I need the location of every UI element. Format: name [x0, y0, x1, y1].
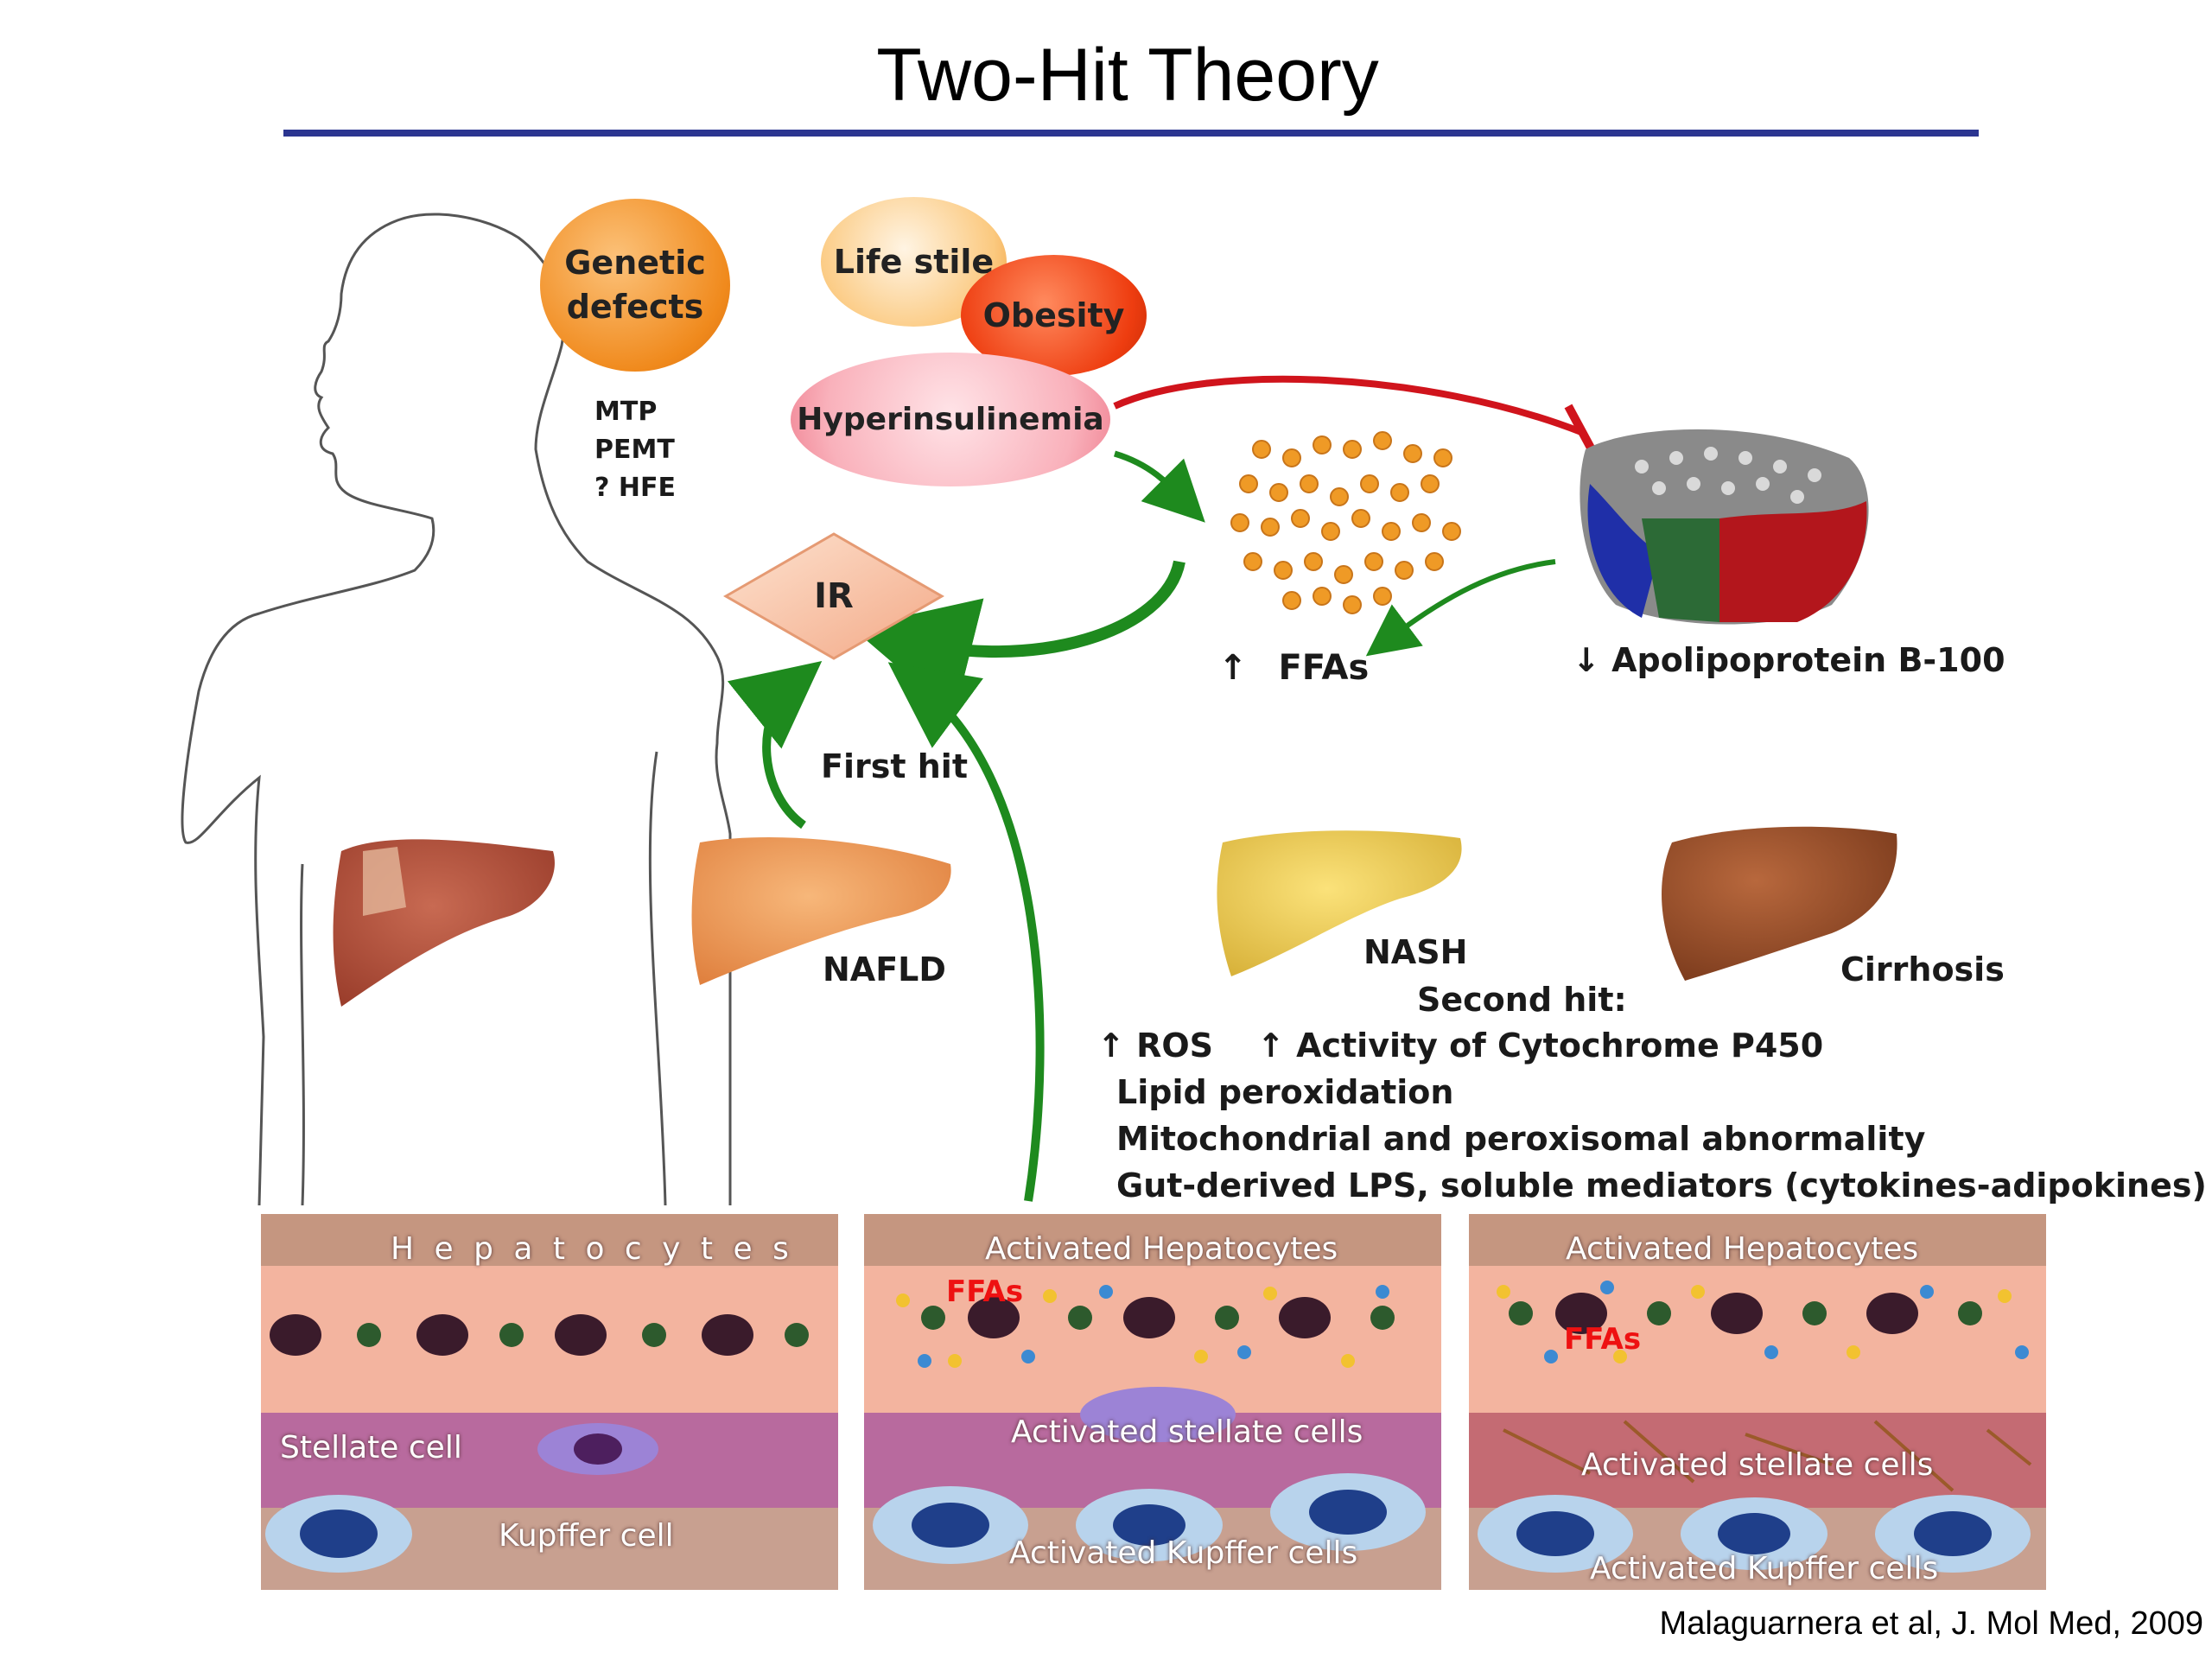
- panel-nafld-mid-caption: Activated stellate cells: [1011, 1414, 1363, 1450]
- panel-nash-mid-caption: Activated stellate cells: [1581, 1447, 1934, 1483]
- ir-label: IR: [814, 576, 854, 616]
- panel-nash-ffas-label: FFAs: [1564, 1322, 1642, 1357]
- ffas-label: ↑ FFAs: [1218, 648, 1370, 688]
- apolipoprotein-molecule: [1580, 429, 1869, 625]
- ir-diamond: [722, 532, 945, 660]
- nash-label: NASH: [1363, 933, 1468, 971]
- cirrhosis-label: Cirrhosis: [1840, 950, 2005, 988]
- human-silhouette: [181, 213, 732, 1206]
- citation: Malaguarnera et al, J. Mol Med, 2009: [1659, 1605, 2203, 1642]
- gut-lps-label: Gut-derived LPS, soluble mediators (cyto…: [1116, 1166, 2207, 1205]
- gene-list: MTP PEMT ? HFE: [594, 393, 676, 507]
- down-arrow-icon: ↓: [1573, 641, 1600, 679]
- arrow-apo-to-ffas: [1365, 559, 1556, 657]
- genetic-defects-label: Genetic defects: [564, 243, 706, 326]
- obesity-label: Obesity: [982, 296, 1125, 334]
- cytochrome-label: ↑ Activity of Cytochrome P450: [1257, 1027, 1824, 1065]
- liver-nafld: [691, 837, 951, 985]
- nafld-label: NAFLD: [823, 950, 946, 988]
- liver-cirrhosis: [1662, 826, 1897, 981]
- panel-normal-top-caption: H e p a t o c y t e s: [391, 1231, 794, 1267]
- apolipoprotein-label: ↓ Apolipoprotein B-100: [1573, 641, 2005, 679]
- mitochondrial-label: Mitochondrial and peroxisomal abnormalit…: [1116, 1120, 1926, 1158]
- first-hit-label: First hit: [821, 747, 968, 785]
- arrow-panel-to-ir: [887, 662, 1045, 1202]
- inhibition-line: [1113, 375, 1583, 435]
- second-hit-title: Second hit:: [1417, 981, 1627, 1019]
- lipid-peroxidation-label: Lipid peroxidation: [1116, 1073, 1454, 1111]
- ros-label: ↑ ROS: [1097, 1027, 1214, 1065]
- gene-hfe: ? HFE: [594, 473, 676, 503]
- panel-nash: Activated Hepatocytes FFAs Activated ste…: [1469, 1214, 2046, 1590]
- panel-nafld-ffas-label: FFAs: [946, 1274, 1024, 1309]
- panel-normal-art: [261, 1214, 838, 1590]
- panel-nash-art: [1469, 1214, 2046, 1590]
- slide-title: Two-Hit Theory: [876, 34, 1379, 117]
- genetic-defects-bubble: Genetic defects: [540, 199, 730, 372]
- up-arrow-icon: ↑: [1218, 648, 1248, 688]
- panel-nafld-bottom-caption: Activated Kupffer cells: [1009, 1535, 1358, 1571]
- panel-nafld: Activated Hepatocytes FFAs Activated ste…: [864, 1214, 1441, 1590]
- arrow-ffas-to-ir: [851, 560, 1185, 716]
- gene-mtp: MTP: [594, 397, 658, 427]
- panel-nafld-top-caption: Activated Hepatocytes: [985, 1231, 1338, 1267]
- ir-label-box: IR: [726, 536, 942, 657]
- ffa-particles: [1230, 431, 1461, 614]
- hyperinsulinemia-bubble: Hyperinsulinemia: [791, 353, 1110, 486]
- panel-normal: H e p a t o c y t e s Stellate cell Kupf…: [261, 1214, 838, 1590]
- panel-nafld-art: [864, 1214, 1441, 1590]
- arrow-nafld-to-ir: [727, 660, 823, 830]
- title-underline: [283, 130, 1979, 137]
- panel-normal-bottom-caption: Kupffer cell: [499, 1518, 674, 1554]
- arrow-hyper-to-ffas: [1113, 450, 1205, 523]
- panel-nash-top-caption: Activated Hepatocytes: [1566, 1231, 1919, 1267]
- gene-pemt: PEMT: [594, 435, 675, 465]
- panel-normal-mid-caption: Stellate cell: [280, 1430, 462, 1465]
- panel-nash-bottom-caption: Activated Kupffer cells: [1590, 1551, 1939, 1586]
- liver-nash: [1217, 830, 1462, 976]
- hyperinsulinemia-label: Hyperinsulinemia: [797, 402, 1104, 437]
- lifestyle-label: Life stile: [833, 243, 995, 281]
